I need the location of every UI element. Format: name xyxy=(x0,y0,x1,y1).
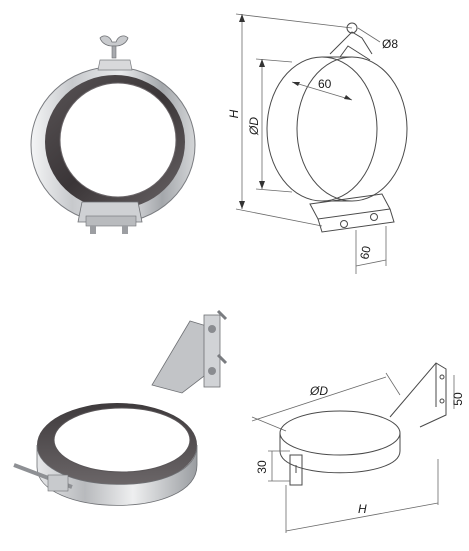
label-diameter-top: ØD xyxy=(247,117,261,136)
dimension-band: 30 xyxy=(255,450,290,482)
bottom-bracket xyxy=(77,201,143,234)
dimension-width-bottom: 60 xyxy=(355,226,387,274)
clamp-ring-inner xyxy=(53,407,191,473)
label-height-bottom: H xyxy=(358,502,367,516)
dimension-width-top: 60 xyxy=(291,77,353,101)
photo-clamp-bracket xyxy=(12,305,242,525)
clamp-inner-opening xyxy=(59,82,177,198)
label-diameter-bottom: ØD xyxy=(309,384,328,398)
dimension-h-top: H xyxy=(227,13,353,227)
clamp-outline-top xyxy=(266,22,408,233)
drawing-clamp-bracket: ØD 50 30 xyxy=(240,355,465,545)
label-bracket: 50 xyxy=(451,392,465,406)
dimension-diameter-top: ØD xyxy=(247,58,293,193)
dimension-height-bottom: H xyxy=(285,459,439,533)
dimension-bracket: 50 xyxy=(451,375,465,409)
photo-clamp-top xyxy=(18,30,208,245)
label-band: 30 xyxy=(255,460,269,474)
wing-nut xyxy=(99,35,129,59)
clamp-bolt xyxy=(13,463,73,492)
label-height-top: H xyxy=(227,109,241,118)
label-hole-diameter: Ø8 xyxy=(382,37,398,51)
label-width-top: 60 xyxy=(318,77,332,91)
drawing-clamp-top: H ØD Ø8 xyxy=(222,4,462,284)
dimension-diameter-bottom: ØD xyxy=(251,372,401,432)
clamp-outline-bottom xyxy=(279,362,447,486)
wall-bracket xyxy=(151,309,228,394)
label-width-bottom: 60 xyxy=(357,244,374,260)
dimension-hole: Ø8 xyxy=(357,27,398,51)
clamp-ring-band xyxy=(36,444,198,506)
